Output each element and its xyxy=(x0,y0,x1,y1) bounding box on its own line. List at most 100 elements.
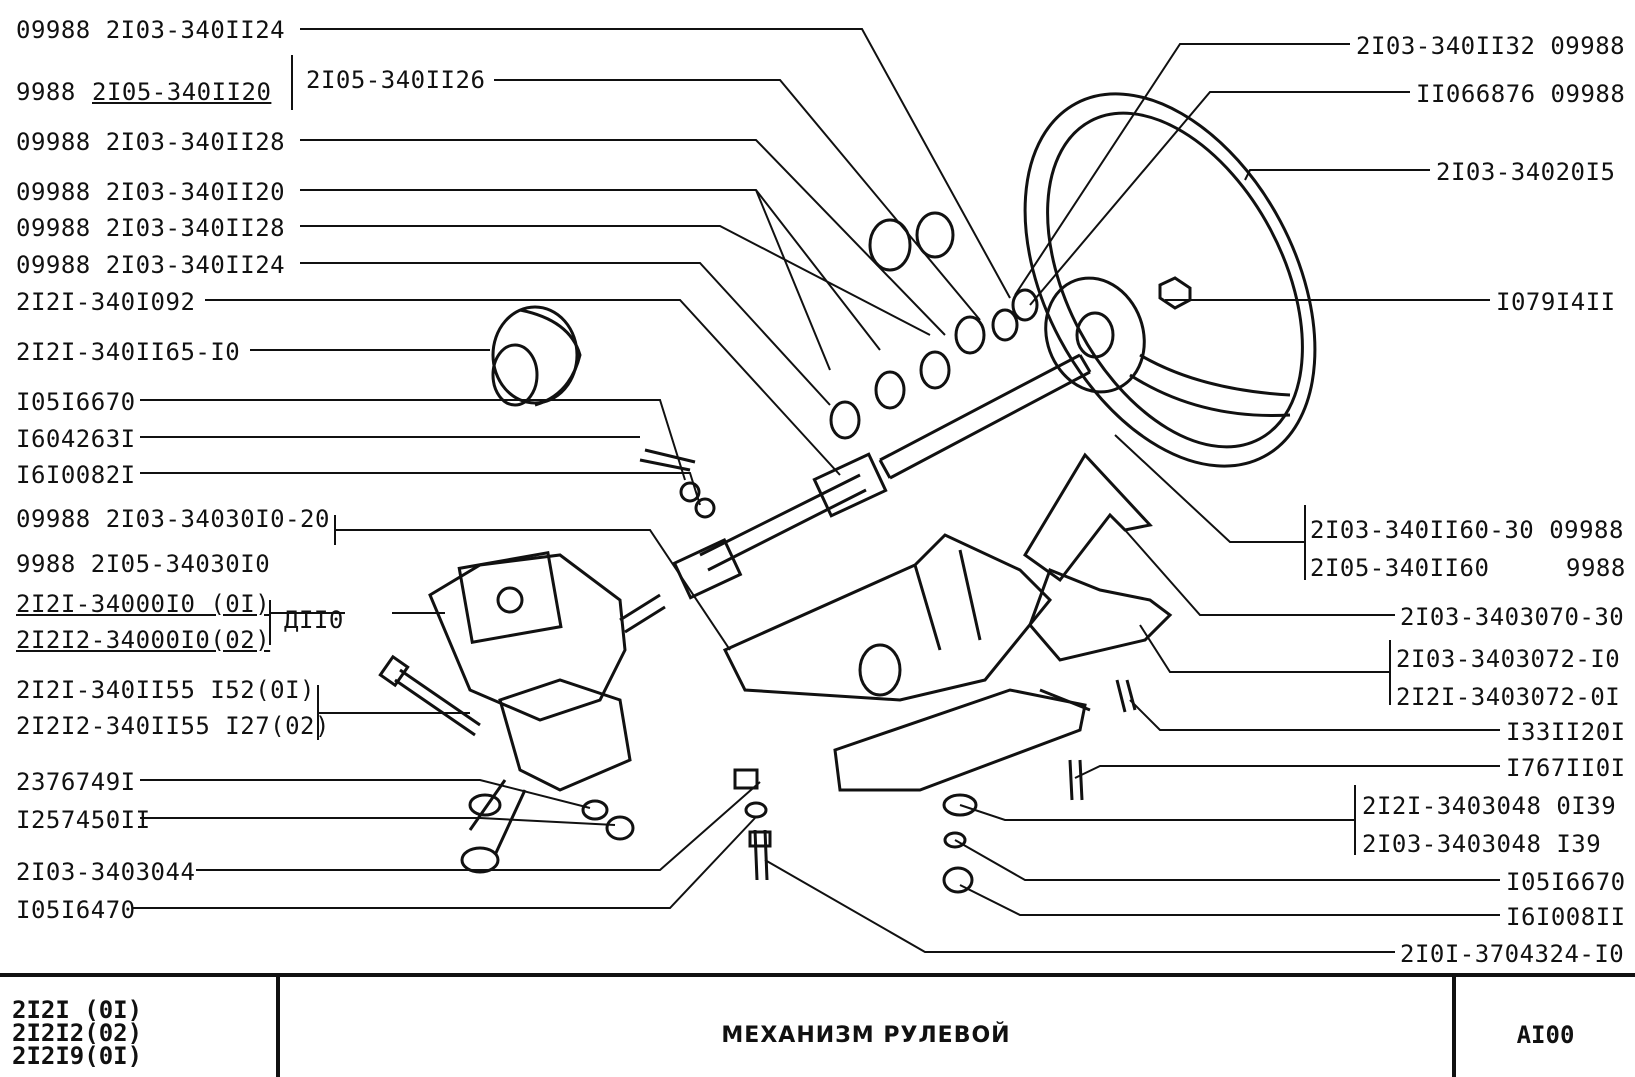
leader-line xyxy=(494,79,981,321)
model-code: 2I2I9(0I) xyxy=(12,1042,143,1070)
gear-box-bracket xyxy=(498,678,632,792)
part-label: 9988 2I05-34030I0 xyxy=(16,550,271,578)
part-label: I05I6470 xyxy=(16,896,136,924)
leader-line xyxy=(335,529,731,651)
leader-line xyxy=(300,262,831,406)
part-label: 2I2I-340II65-I0 xyxy=(16,338,241,366)
part-label: I05I6670 xyxy=(1506,868,1626,896)
nut xyxy=(694,497,716,519)
universal-joint xyxy=(672,537,743,600)
steering-shaft xyxy=(879,353,1091,480)
leader-line xyxy=(959,804,1355,821)
leader-line xyxy=(764,859,1395,953)
model-list: 2I2I (0I) 2I2I2(02) 2I2I9(0I) xyxy=(0,977,280,1077)
part-label: I767II0I xyxy=(1506,754,1626,782)
part-label: 2I03-340II60-30 09988 xyxy=(1310,516,1624,544)
bracket-arm xyxy=(1028,568,1173,662)
pitman-arm xyxy=(468,779,527,856)
part-label: 2I2I2-34000I0(02) xyxy=(16,626,271,654)
nut xyxy=(942,866,974,894)
washer xyxy=(942,793,978,817)
screw xyxy=(753,829,769,881)
part-label: 2I2I-34000I0 (0I) xyxy=(16,590,271,618)
part-label: 2376749I xyxy=(16,768,136,796)
leader-line xyxy=(196,781,761,871)
part-label: ДII0 xyxy=(284,606,344,634)
steering-wheel-spoke xyxy=(1129,373,1291,417)
part-label: 2I03-3403044 xyxy=(16,858,196,886)
part-label: 2I2I-340I092 xyxy=(16,288,196,316)
leader-line xyxy=(300,139,946,336)
part-label: 2I03-34020I5 xyxy=(1436,158,1616,186)
universal-joint xyxy=(812,452,888,518)
part-label: 2I03-3403072-I0 xyxy=(1396,645,1621,673)
part-label: 09988 2I03-34030I0-20 xyxy=(16,505,330,533)
part-label: I05I6670 xyxy=(16,388,136,416)
cover-plate xyxy=(1023,452,1153,583)
part-label: I33II20I xyxy=(1506,718,1626,746)
bushing xyxy=(915,211,955,259)
lower-bracket xyxy=(833,688,1087,792)
part-label: I6I008II xyxy=(1506,903,1626,931)
part-label: 2I05-340II26 xyxy=(306,66,486,94)
part-label: II066876 09988 xyxy=(1416,80,1626,108)
leader-line xyxy=(140,472,701,506)
steering-gear-box xyxy=(428,553,627,722)
part-label: 09988 2I03-340II28 xyxy=(16,214,286,242)
title-block: 2I2I (0I) 2I2I2(02) 2I2I9(0I) МЕХАНИЗМ Р… xyxy=(0,973,1635,1077)
part-label: 09988 2I03-340II20 xyxy=(16,178,286,206)
leader-line xyxy=(755,189,831,371)
leader-line xyxy=(205,299,841,476)
screw xyxy=(1068,759,1084,801)
leader-line xyxy=(954,839,1500,881)
ring xyxy=(874,370,906,410)
leader-line xyxy=(140,399,686,481)
part-label: 2I2I-3403072-0I xyxy=(1396,683,1621,711)
part-label: I079I4II xyxy=(1496,288,1616,316)
ring xyxy=(991,308,1019,342)
part-label: 09988 2I03-340II28 xyxy=(16,128,286,156)
washer xyxy=(581,799,609,821)
washer xyxy=(744,801,768,819)
wheel-nut xyxy=(1158,276,1192,310)
long-bolt xyxy=(394,668,481,737)
drawing-code: AI00 xyxy=(1516,1021,1575,1049)
part-label: 2I2I2-340II55 I27(02) xyxy=(16,712,330,740)
leader-line xyxy=(1139,624,1390,673)
washer xyxy=(943,831,967,849)
leader-line xyxy=(1114,434,1305,543)
bolt xyxy=(639,448,696,472)
part-label: I6I0082I xyxy=(16,461,136,489)
leader-line xyxy=(1029,91,1410,306)
intermediate-shaft xyxy=(699,473,867,572)
part-label: 2I03-3403070-30 xyxy=(1400,603,1625,631)
steering-wheel-spoke xyxy=(1139,353,1291,397)
ring xyxy=(1011,288,1039,322)
clip-nut xyxy=(733,768,759,790)
gear-box-input-shaft xyxy=(619,593,666,634)
part-label: 2I2I-340II55 I52(0I) xyxy=(16,676,315,704)
leader-line xyxy=(1129,699,1500,731)
nut xyxy=(605,815,635,841)
bushing xyxy=(868,218,912,272)
model-code: 2I2I2(02) xyxy=(12,1019,143,1047)
part-label: 09988 2I03-340II24 xyxy=(16,16,286,44)
ring xyxy=(954,315,986,355)
column-bracket xyxy=(722,533,1053,702)
part-label: 09988 2I03-340II24 xyxy=(16,251,286,279)
part-label: I604263I xyxy=(16,425,136,453)
leader-line xyxy=(300,28,1011,299)
leader-line xyxy=(300,189,881,351)
part-label: 2I05-340II20 xyxy=(92,78,272,106)
drawing-title: МЕХАНИЗМ РУЛЕВОЙ xyxy=(280,977,1456,1077)
part-label: I257450II xyxy=(16,806,151,834)
large-bushing xyxy=(491,305,579,405)
nut xyxy=(679,481,701,503)
steering-wheel-rim-inner xyxy=(1046,111,1304,449)
model-code: 2I2I (0I) xyxy=(12,996,143,1024)
leader-line xyxy=(959,884,1500,916)
leader-line xyxy=(1124,529,1395,616)
leader-line xyxy=(1244,169,1430,181)
